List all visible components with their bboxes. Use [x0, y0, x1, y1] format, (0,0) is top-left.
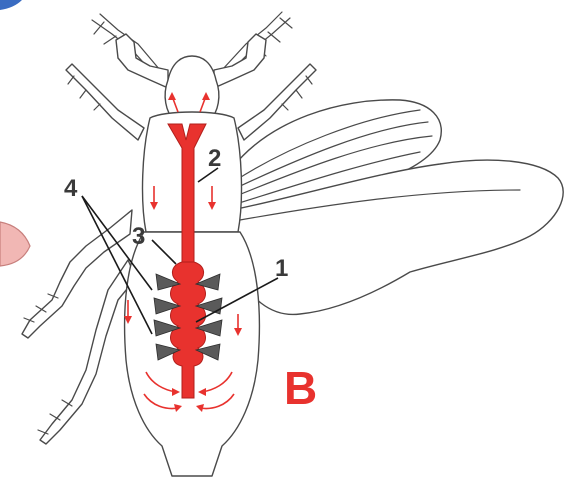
panel-letter: B	[284, 362, 317, 414]
palp-right	[214, 34, 266, 88]
label-2: 2	[208, 145, 221, 172]
corner-fragment-pink	[0, 222, 30, 266]
label-1: 1	[275, 255, 288, 282]
label-3: 3	[132, 223, 145, 250]
label-4: 4	[64, 175, 78, 202]
corner-fragment-blue	[0, 0, 22, 10]
head	[165, 56, 219, 120]
palp-left	[116, 34, 168, 88]
